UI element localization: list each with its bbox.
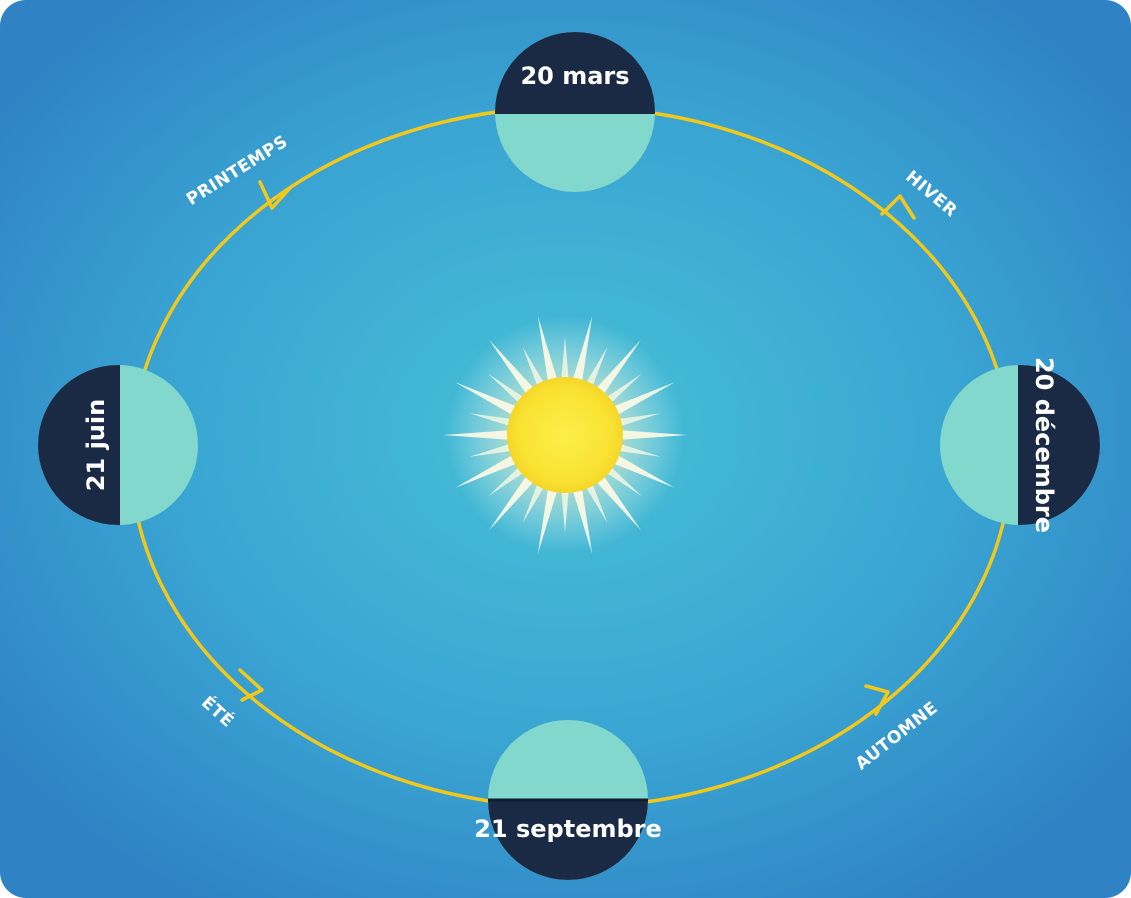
- sun-rays: [443, 316, 687, 554]
- sun-ray: [537, 484, 559, 554]
- sun-ray: [593, 339, 642, 398]
- sun-ray: [488, 464, 527, 497]
- sun-ray: [609, 382, 675, 417]
- sun-ray: [522, 480, 547, 524]
- sun-ray: [537, 316, 559, 386]
- arrow-autumn-icon: [864, 684, 890, 716]
- sun-ray: [571, 484, 593, 554]
- date-label-june: 21 juin: [82, 399, 110, 491]
- sun-ray: [617, 430, 687, 440]
- sun-ray: [488, 373, 527, 406]
- sun-ray: [469, 442, 516, 457]
- sun-ray: [443, 430, 513, 440]
- sun-ray: [609, 453, 675, 488]
- sun-ray: [614, 413, 661, 428]
- sun-ray: [469, 413, 516, 428]
- arrow-summer-icon: [238, 668, 264, 702]
- sun-ray: [583, 480, 608, 524]
- date-label-december: 20 décembre: [1030, 357, 1058, 533]
- date-label-september: 21 septembre: [474, 815, 662, 843]
- arrow-spring-icon: [258, 180, 292, 210]
- sun-ray: [614, 442, 661, 457]
- sun-ray: [603, 373, 642, 406]
- sun-ray: [455, 382, 521, 417]
- sun-ray: [571, 316, 593, 386]
- sun-disc: [507, 377, 623, 493]
- sun-ray: [583, 346, 608, 390]
- sun-ray: [522, 346, 547, 390]
- sun-ray: [455, 453, 521, 488]
- arrow-winter-icon: [880, 194, 916, 220]
- sun-ray: [593, 472, 642, 531]
- sun-ray: [488, 472, 537, 531]
- sun-ray: [561, 337, 569, 383]
- sun-ray: [603, 464, 642, 497]
- sun-ray: [488, 339, 537, 398]
- sun-ray: [561, 487, 569, 533]
- sun: [443, 316, 687, 554]
- date-label-march: 20 mars: [520, 62, 629, 90]
- orbit-direction-arrows: [238, 180, 916, 716]
